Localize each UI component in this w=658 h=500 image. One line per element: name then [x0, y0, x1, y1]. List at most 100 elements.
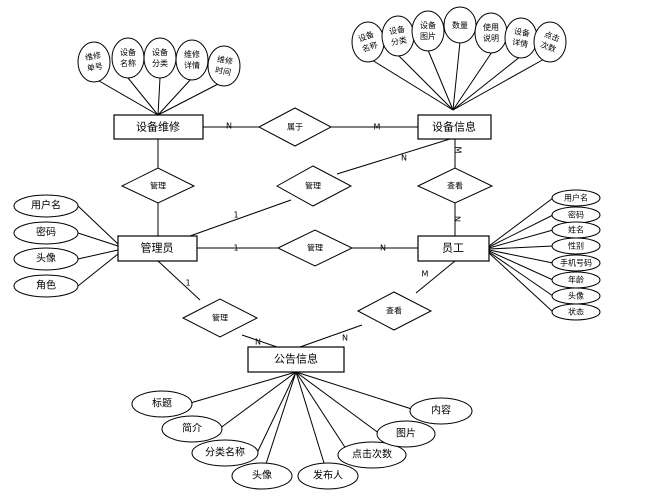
- card-employee-notice: M: [422, 270, 429, 279]
- attr-employee-2: 姓名: [568, 225, 584, 235]
- attr-notice-2-ellipse: [191, 439, 259, 467]
- entity-equipment-info: 设备信息: [432, 120, 476, 134]
- rel-manage-employee-diamond: [276, 229, 354, 267]
- attr-notice-1: 简介: [182, 422, 202, 435]
- card-employee-view: N: [453, 216, 462, 222]
- attr-repair-0-line2: 单号: [86, 61, 103, 74]
- attr-info-4-line2: 说明: [483, 33, 499, 43]
- entity-notice: 公告信息: [274, 352, 318, 366]
- attr-info-5-line1: 设备: [513, 26, 530, 39]
- entity-notice-box: [247, 346, 345, 373]
- attr-repair-3-ellipse: [175, 39, 209, 81]
- attr-notice-7-ellipse: [409, 397, 473, 425]
- attr-employee-7-ellipse: [551, 303, 601, 321]
- card-admin-info: 1: [233, 211, 238, 220]
- entity-admin: 管理员: [141, 241, 174, 255]
- entity-equipment-repair-box: [113, 114, 204, 140]
- rel-belongs: 属于: [287, 123, 303, 132]
- rel-view-notice: 查看: [386, 306, 402, 316]
- attr-notice-4-ellipse: [297, 462, 359, 490]
- attr-employee-1: 密码: [568, 210, 584, 220]
- attr-info-5-line2: 详情: [511, 37, 528, 50]
- attr-notice-6-ellipse: [376, 420, 436, 448]
- attr-repair-2-ellipse: [143, 37, 177, 79]
- attr-info-2-line2: 图片: [420, 31, 436, 41]
- attr-admin-3-ellipse: [13, 274, 79, 298]
- attr-info-6-ellipse: [533, 21, 567, 63]
- card-employee-admin: N: [380, 244, 386, 253]
- attr-employee-3-ellipse: [551, 237, 601, 255]
- attr-info-1-line1: 设备: [388, 24, 405, 37]
- card-info-view: M: [454, 147, 463, 154]
- rel-view-info-diamond: [416, 167, 494, 204]
- attr-info-2-line1: 设备: [420, 20, 436, 30]
- card-info-belongs: M: [374, 123, 381, 132]
- attr-notice-2: 分类名称: [205, 446, 245, 459]
- card-info-admin: N: [401, 154, 407, 163]
- entity-employee-box: [417, 235, 490, 262]
- attr-employee-7: 状态: [568, 307, 584, 317]
- attr-info-4-line1: 使用: [483, 22, 499, 32]
- attr-employee-0: 用户名: [564, 193, 588, 203]
- rel-manage-repair: 管理: [150, 181, 166, 191]
- attr-info-1-ellipse: [381, 15, 415, 57]
- entity-equipment-repair: 设备维修: [136, 120, 180, 134]
- attr-info-1-line2: 分类: [390, 35, 407, 48]
- card-notice-admin: N: [255, 338, 261, 347]
- attr-repair-0-ellipse: [77, 41, 111, 83]
- attr-info-3-line1: 数量: [452, 20, 468, 30]
- attr-repair-2-line2: 分类: [152, 58, 168, 68]
- card-admin-notice: 1: [185, 279, 190, 288]
- attr-repair-3-line1: 维修: [184, 49, 200, 59]
- attr-employee-3: 性别: [568, 241, 584, 251]
- attr-notice-0-ellipse: [131, 390, 193, 418]
- attr-employee-6: 头像: [568, 291, 584, 301]
- attr-repair-1-line2: 名称: [120, 58, 136, 68]
- attr-admin-2-ellipse: [13, 247, 79, 271]
- attr-employee-0-ellipse: [551, 189, 601, 207]
- attr-admin-0-ellipse: [13, 194, 79, 218]
- attr-employee-4-ellipse: [551, 254, 601, 272]
- attr-repair-4-line1: 维修: [216, 54, 233, 67]
- entity-admin-box: [117, 235, 198, 262]
- attr-notice-6: 图片: [396, 427, 416, 440]
- attr-employee-5: 年龄: [568, 275, 584, 285]
- attr-employee-4: 手机号码: [560, 258, 592, 268]
- attr-repair-0-line1: 维修: [84, 50, 101, 63]
- card-admin-employee: 1: [233, 244, 238, 253]
- attr-repair-4-line2: 时间: [214, 65, 231, 78]
- connector-lines: [77, 41, 554, 477]
- attr-repair-4-ellipse: [207, 45, 241, 87]
- rel-manage-repair-diamond: [120, 167, 196, 204]
- attr-notice-1-ellipse: [161, 415, 223, 443]
- card-notice-employee: N: [342, 334, 348, 343]
- rel-belongs-diamond: [257, 107, 333, 147]
- rel-view-notice-diamond: [356, 291, 433, 331]
- attr-repair-1-line1: 设备: [120, 47, 136, 57]
- attr-notice-7: 内容: [431, 404, 451, 417]
- entity-equipment-info-box: [417, 114, 492, 140]
- attr-notice-0: 标题: [152, 398, 172, 410]
- rel-manage-info: 管理: [305, 181, 321, 191]
- attr-repair-3-line2: 详情: [184, 60, 200, 70]
- attr-admin-3: 角色: [36, 279, 56, 292]
- attr-notice-5: 点击次数: [352, 448, 392, 461]
- attr-admin-2: 头像: [36, 253, 56, 265]
- attr-admin-1: 密码: [36, 226, 56, 239]
- card-repair-belongs: N: [226, 122, 232, 131]
- attr-notice-5-ellipse: [337, 441, 407, 469]
- attr-notice-4: 发布人: [313, 469, 343, 482]
- attr-info-4-ellipse: [474, 12, 508, 54]
- attr-repair-2-line1: 设备: [152, 47, 168, 57]
- rel-manage-info-diamond: [275, 165, 353, 207]
- attr-admin-0: 用户名: [31, 199, 61, 212]
- attr-info-2-ellipse: [411, 10, 445, 52]
- rel-manage-employee: 管理: [307, 243, 323, 253]
- attr-info-5-ellipse: [504, 17, 538, 59]
- attr-repair-1-ellipse: [111, 37, 145, 79]
- attr-notice-3-ellipse: [231, 462, 293, 490]
- attr-info-0-ellipse: [351, 21, 385, 63]
- entity-employee: 员工: [442, 242, 464, 255]
